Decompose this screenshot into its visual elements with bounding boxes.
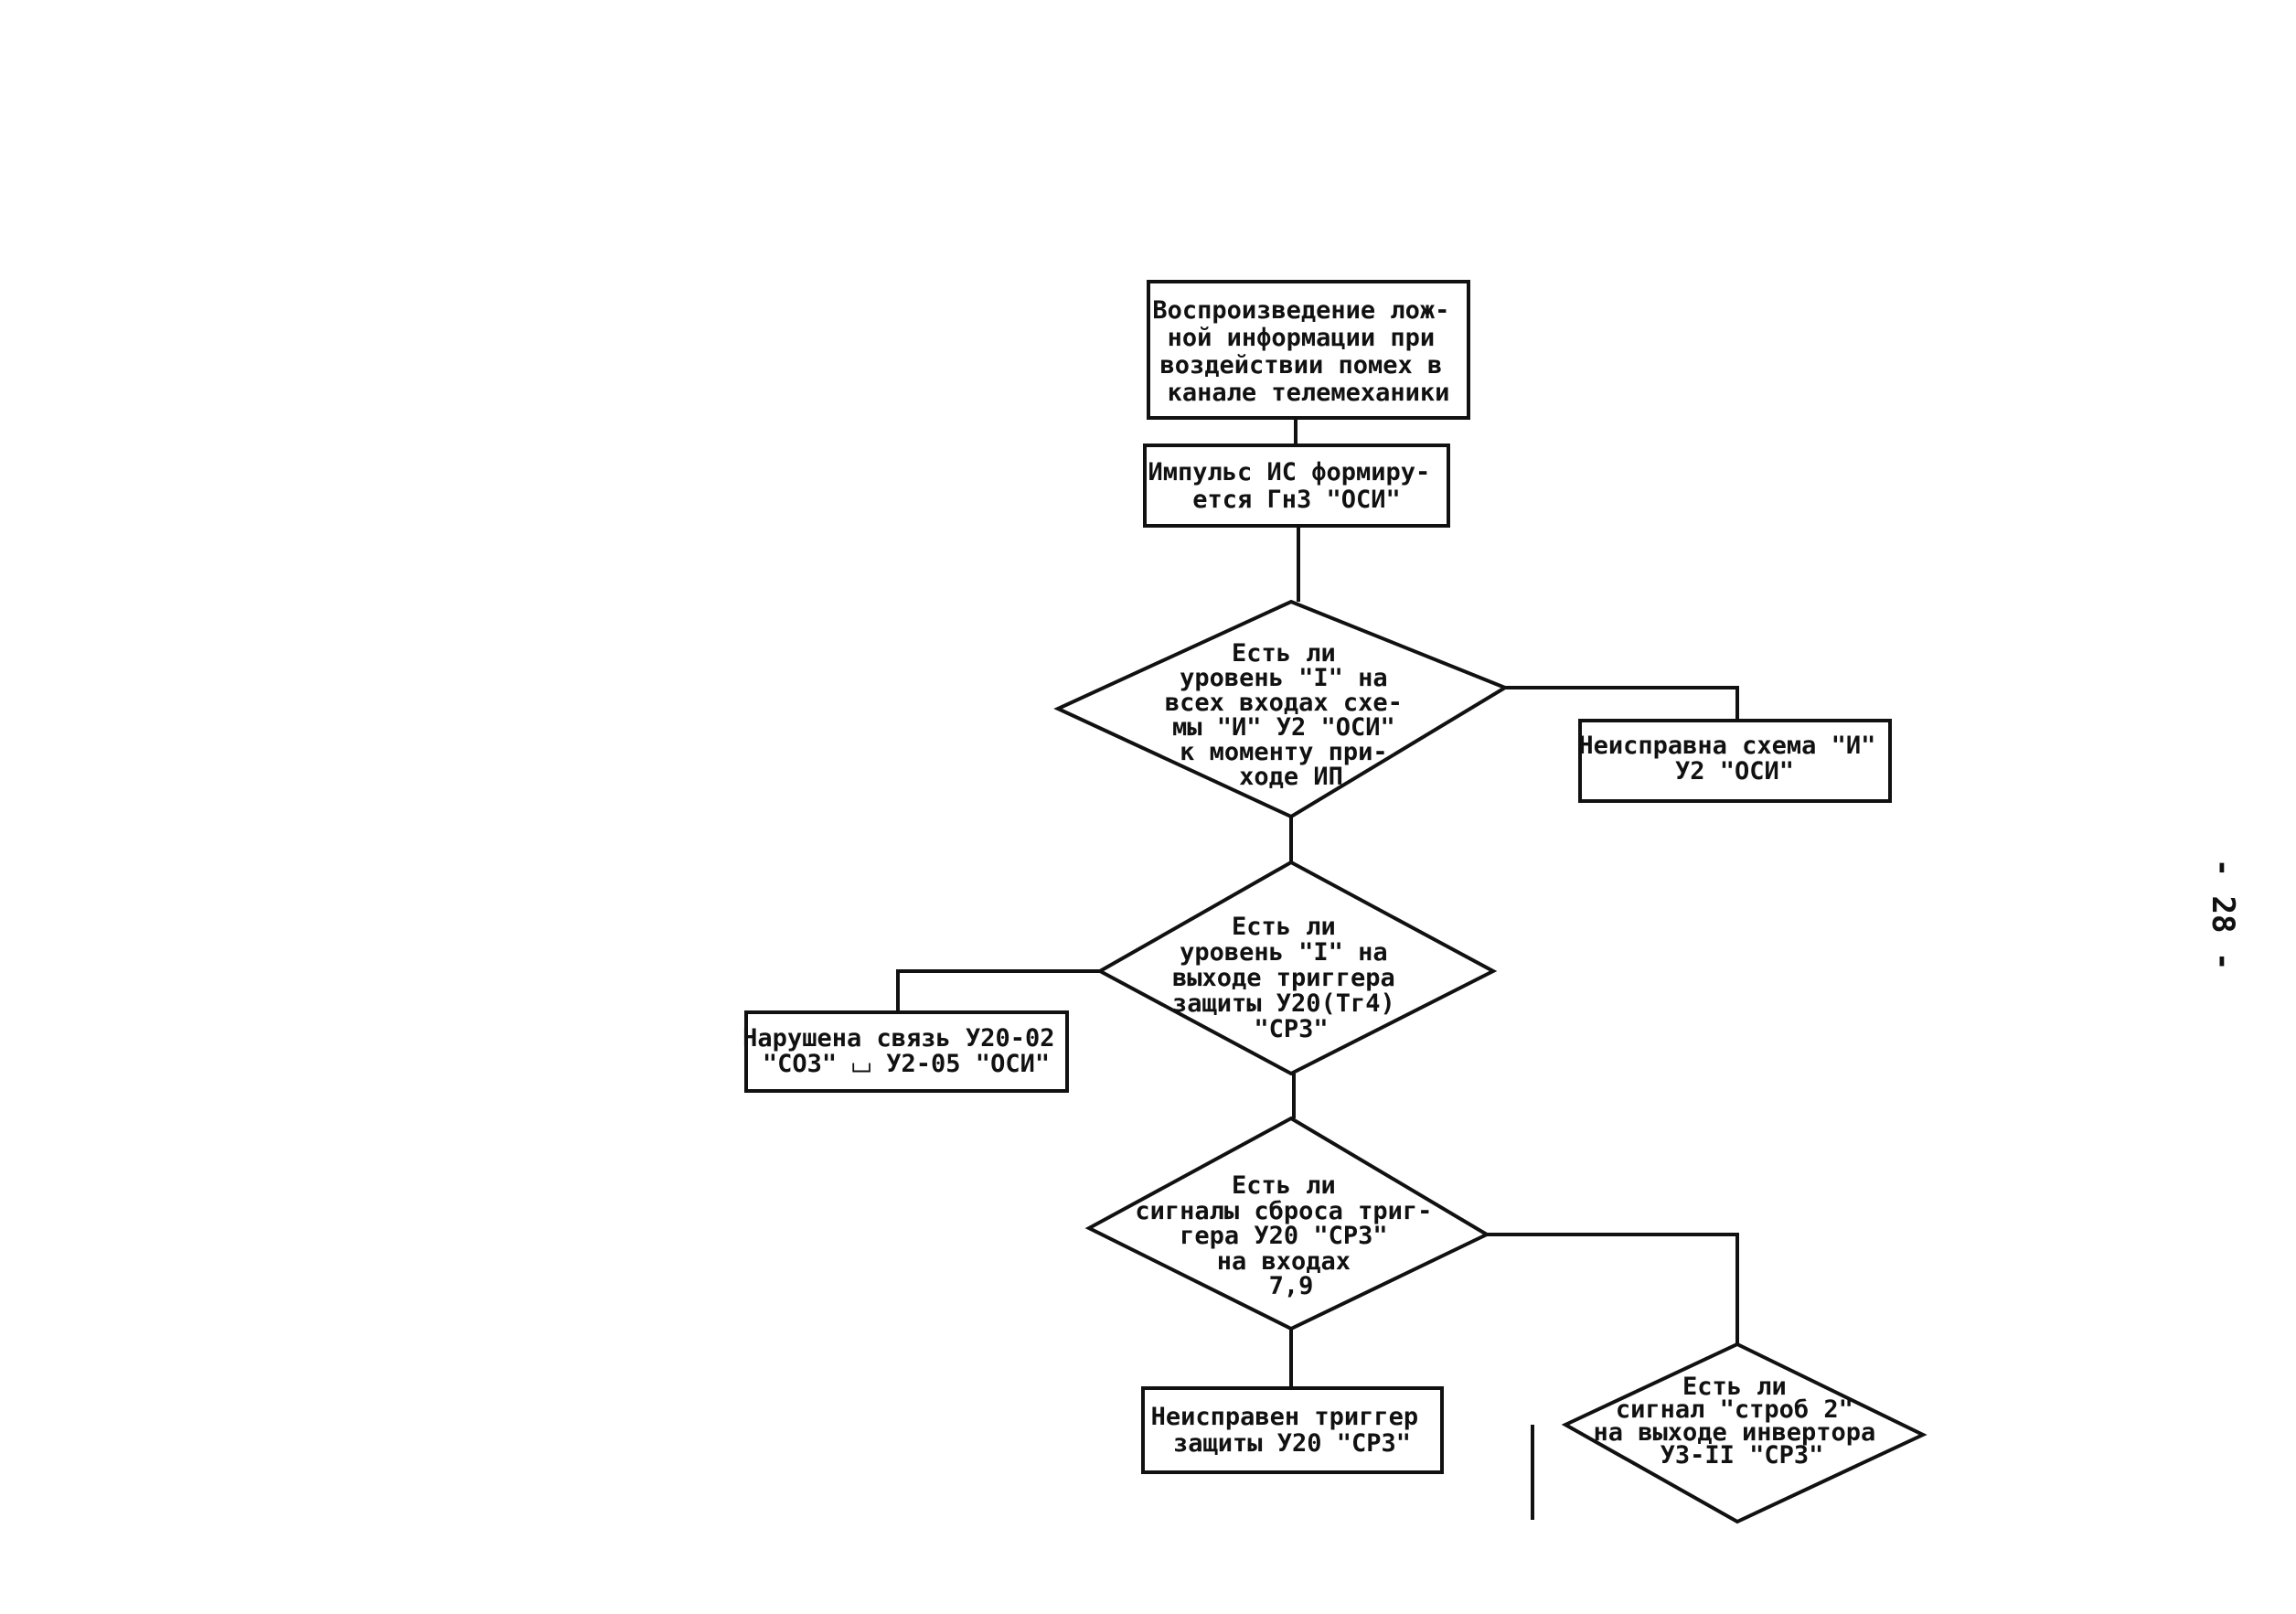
node-line: ется ГнЗ "ОСИ" bbox=[1192, 486, 1401, 514]
decision-diamond bbox=[1095, 860, 1498, 1076]
node-line: Нарушена связь У20-02 bbox=[742, 1024, 1054, 1053]
node-line: защиты У20(Тг4) bbox=[1172, 989, 1395, 1018]
page-number: - 28 - bbox=[2205, 859, 2241, 971]
node-text: Неисправен триггер защиты У20 "СРЗ" bbox=[1151, 1403, 1434, 1458]
decision-diamond bbox=[1084, 1116, 1491, 1331]
node-line: к моменту при- bbox=[1180, 738, 1388, 766]
node-line: защиты У20 "СРЗ" bbox=[1173, 1429, 1411, 1458]
node-line: "СРЗ" bbox=[1254, 1015, 1328, 1043]
flowchart-connectors bbox=[896, 418, 1739, 1520]
connector-decision-1-fault-and-scheme bbox=[1505, 686, 1739, 721]
node-line: уровень "I" на bbox=[1180, 938, 1388, 967]
node-line: уровень "I" на bbox=[1180, 664, 1388, 692]
node-line: воздействии помех в bbox=[1159, 351, 1442, 379]
node-line: У2 "ОСИ" bbox=[1675, 757, 1794, 786]
connector-decision-3-decision-4 bbox=[1487, 1233, 1739, 1344]
node-line: Есть ли bbox=[1682, 1373, 1787, 1401]
node-text: Воспроизведение лож- ной информации при … bbox=[1152, 296, 1464, 407]
node-fault-and-scheme: Неисправна схема "И" У2 "ОСИ" bbox=[1578, 719, 1892, 803]
process-box bbox=[1141, 1386, 1444, 1474]
node-line: гера У20 "СРЗ" bbox=[1180, 1222, 1388, 1250]
node-line: на выходе инвертора bbox=[1593, 1418, 1875, 1447]
node-impulse: Импульс ИС формиру- ется ГнЗ "ОСИ" bbox=[1143, 444, 1450, 528]
process-box bbox=[1143, 444, 1450, 528]
node-line: на входах bbox=[1217, 1247, 1351, 1276]
node-decision-1: Есть ли уровень "I" на всех входах схе- … bbox=[1053, 599, 1510, 819]
node-text: Нарушена связь У20-02 "СОЗ" ⌴ У2-05 "ОСИ… bbox=[742, 1024, 1070, 1078]
node-text: Импульс ИС формиру- ется ГнЗ "ОСИ" bbox=[1148, 458, 1445, 514]
decision-diamond bbox=[1053, 599, 1510, 819]
node-line: Есть ли bbox=[1232, 913, 1336, 941]
node-decision-3: Есть ли сигналы сброса триг- гера У20 "С… bbox=[1084, 1116, 1491, 1331]
decision-diamond bbox=[1561, 1341, 1928, 1524]
node-decision-2: Есть ли уровень "I" на выходе триггера з… bbox=[1095, 860, 1498, 1076]
node-start: Воспроизведение лож- ной информации при … bbox=[1147, 280, 1470, 420]
node-line: мы "И" У2 "ОСИ" bbox=[1172, 713, 1395, 742]
node-fault-trigger: Неисправен триггер защиты У20 "СРЗ" bbox=[1141, 1386, 1444, 1474]
node-line: канале телемеханики bbox=[1168, 379, 1450, 407]
node-line: Импульс ИС формиру- bbox=[1148, 458, 1430, 486]
connector-decision-2-broken-link bbox=[896, 969, 1100, 1012]
node-text: Есть ли уровень "I" на выходе триггера з… bbox=[1172, 913, 1410, 1043]
process-box bbox=[1147, 280, 1470, 420]
node-line: выходе триггера bbox=[1172, 964, 1395, 992]
node-text: Есть ли уровень "I" на всех входах схе- … bbox=[1165, 639, 1417, 791]
node-line: сигналы сброса триг- bbox=[1135, 1197, 1432, 1225]
node-line: УЗ-II "СРЗ" bbox=[1661, 1441, 1824, 1470]
process-box bbox=[744, 1010, 1069, 1093]
node-decision-4: Есть ли сигнал "строб 2" на выходе инвер… bbox=[1561, 1341, 1928, 1524]
node-line: сигнал "строб 2" bbox=[1616, 1395, 1853, 1424]
node-text: Неисправна схема "И" У2 "ОСИ" bbox=[1578, 732, 1890, 786]
node-line: всех входах схе- bbox=[1165, 689, 1403, 717]
process-box bbox=[1578, 719, 1892, 803]
node-line: 7,9 bbox=[1269, 1272, 1314, 1300]
node-line: Есть ли bbox=[1232, 1171, 1336, 1200]
node-line: Есть ли bbox=[1232, 639, 1336, 668]
node-line: ходе ИП bbox=[1239, 763, 1343, 791]
node-line: Неисправна схема "И" bbox=[1578, 732, 1875, 760]
node-line: "СОЗ" ⌴ У2-05 "ОСИ" bbox=[763, 1050, 1050, 1078]
node-text: Есть ли сигналы сброса триг- гера У20 "С… bbox=[1135, 1171, 1447, 1300]
node-text: Есть ли сигнал "строб 2" на выходе инвер… bbox=[1593, 1373, 1890, 1470]
node-broken-link: Нарушена связь У20-02 "СОЗ" ⌴ У2-05 "ОСИ… bbox=[742, 1010, 1070, 1093]
node-line: Неисправен триггер bbox=[1151, 1403, 1419, 1431]
node-line: Воспроизведение лож- bbox=[1152, 296, 1449, 325]
node-line: ной информации при bbox=[1168, 324, 1436, 352]
